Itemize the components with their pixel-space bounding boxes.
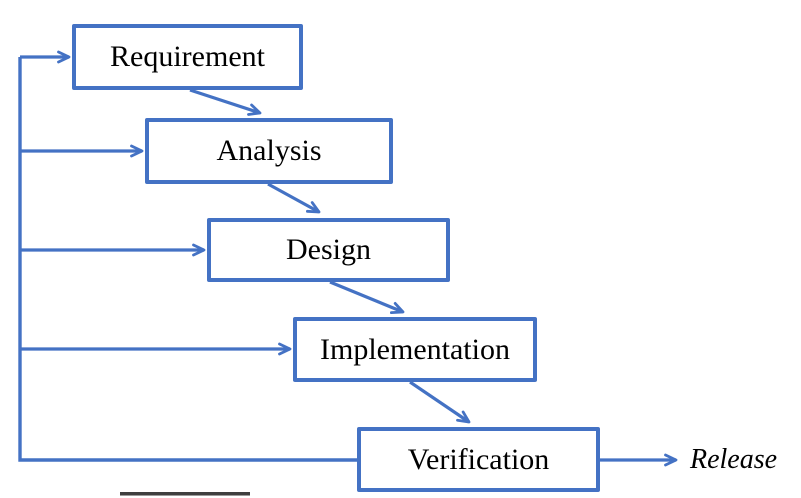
stage-label-verification: Verification [407, 442, 550, 476]
stage-label-design: Design [286, 233, 371, 266]
stage-label-requirement: Requirement [110, 40, 265, 73]
stage-box-analysis: Analysis [145, 118, 393, 184]
flow-arrow-analysis-to-design [267, 182, 321, 214]
stage-label-implementation: Implementation [320, 332, 510, 366]
stage-box-verification: Verification [357, 427, 600, 492]
flow-arrow-requirement-to-analysis [189, 88, 262, 116]
stage-box-implementation: Implementation [293, 317, 537, 382]
stage-label-analysis: Analysis [216, 134, 322, 167]
feedback-rail-line [18, 57, 357, 462]
stage-box-requirement: Requirement [72, 24, 303, 90]
stage-box-design: Design [207, 218, 450, 282]
release-label: Release [690, 444, 778, 475]
flow-arrow-design-to-implementation [329, 280, 405, 315]
flow-arrow-implementation-to-verification [409, 380, 471, 424]
cropped-box-top-edge [120, 492, 250, 496]
